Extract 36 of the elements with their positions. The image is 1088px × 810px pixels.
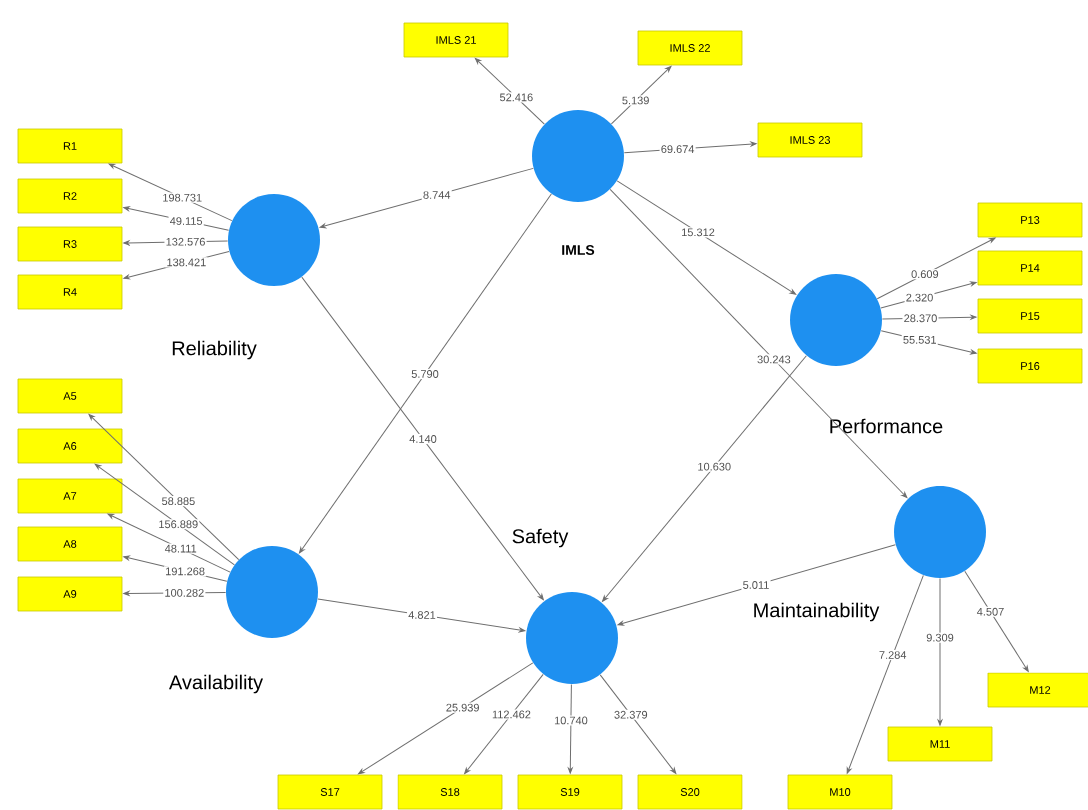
arrow (599, 674, 677, 774)
arrow (880, 281, 977, 309)
arrow (317, 598, 526, 633)
arrow (123, 250, 230, 280)
node-label: Reliability (172, 340, 257, 360)
arrow (881, 314, 977, 320)
arrow (880, 330, 977, 355)
node-label: Maintainability (754, 602, 880, 622)
arrow (602, 355, 807, 602)
arrow (123, 591, 227, 596)
arrow (964, 570, 1029, 672)
arrow (358, 662, 534, 775)
arrow (617, 544, 896, 626)
arrow (846, 574, 924, 774)
arrow (616, 180, 797, 295)
arrow (123, 555, 228, 582)
arrow (609, 188, 908, 499)
node-label: Availability (168, 674, 264, 694)
arrow (319, 167, 534, 229)
arrow (464, 673, 544, 774)
arrow (567, 683, 573, 774)
arrow (123, 206, 230, 231)
arrow (108, 163, 233, 222)
arrow (123, 240, 229, 246)
arrow (301, 276, 544, 601)
arrow (88, 413, 240, 561)
arrow (876, 237, 996, 300)
arrow (474, 57, 545, 125)
arrow (937, 577, 943, 726)
node-label: Safety (512, 528, 569, 548)
arrow (610, 65, 672, 125)
arrow (299, 193, 552, 554)
arrow (107, 513, 231, 573)
arrow (623, 141, 757, 154)
arrow (94, 463, 235, 566)
node-label: Performance (830, 418, 943, 434)
